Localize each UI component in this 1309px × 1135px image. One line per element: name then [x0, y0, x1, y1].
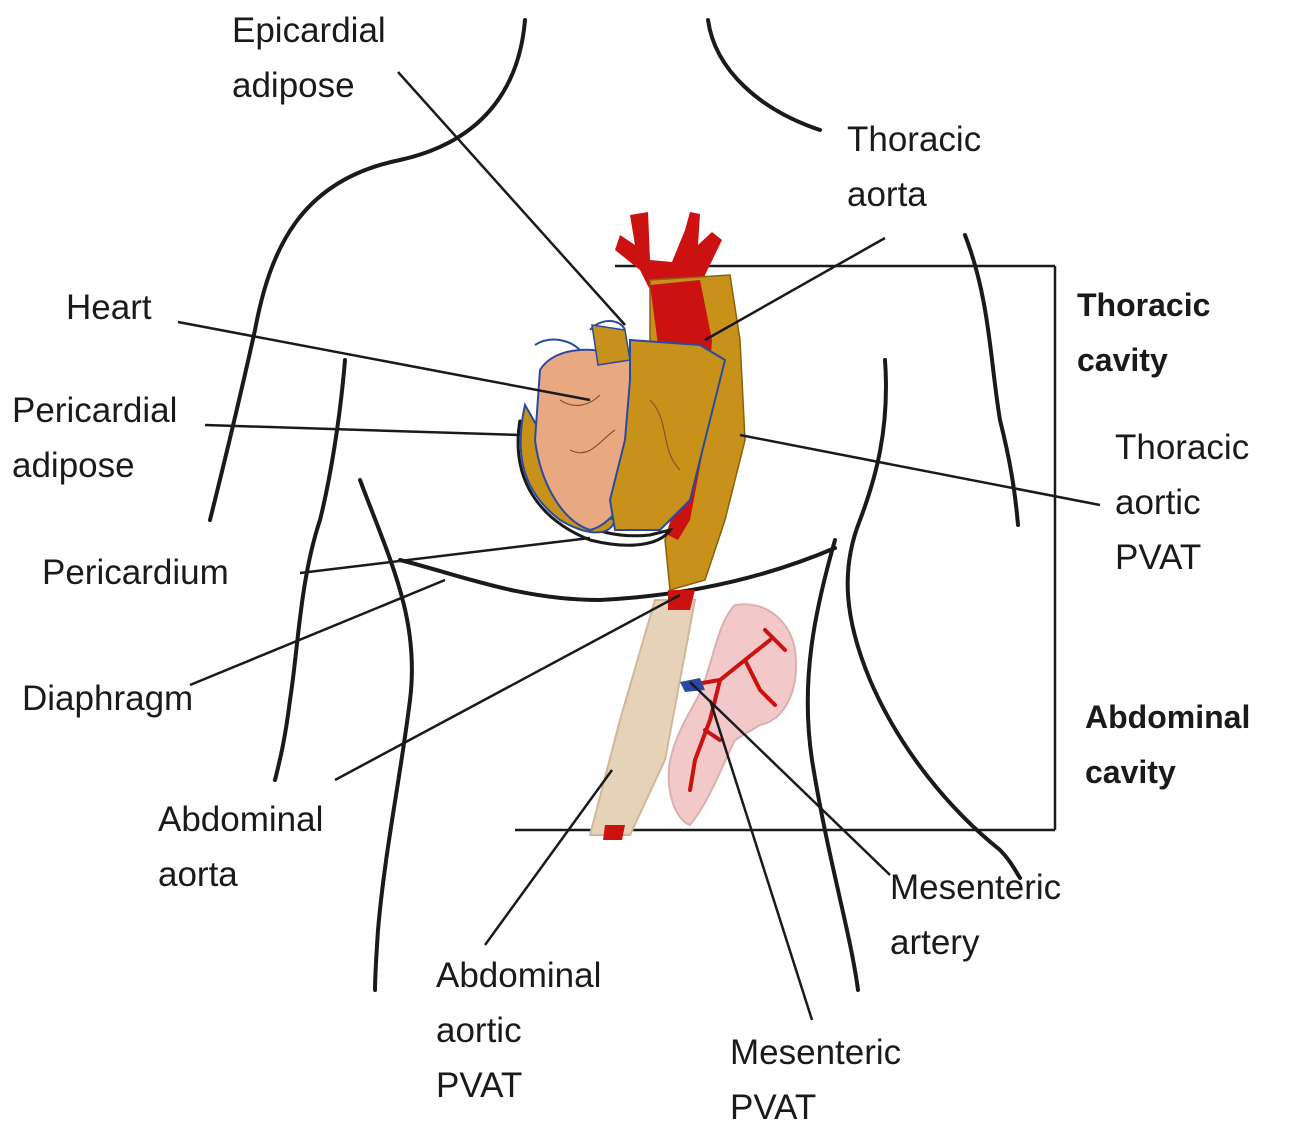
abdominal-aorta-lower — [603, 825, 625, 840]
label-epicardial-adipose: Epicardial adipose — [232, 3, 386, 113]
right-shoulder-line — [708, 20, 820, 130]
label-line: cavity — [1085, 745, 1250, 800]
right-arm-inner-line — [848, 360, 1020, 878]
leader-pericardial-adipose — [205, 425, 520, 435]
label-line: aorta — [158, 847, 323, 902]
label-abdominal-aortic-pvat: Abdominal aortic PVAT — [436, 948, 601, 1113]
label-line: adipose — [232, 58, 386, 113]
label-pericardial-adipose: Pericardial adipose — [12, 383, 177, 493]
label-heart: Heart — [66, 280, 152, 335]
diaphragm-line — [400, 548, 835, 600]
label-line: Mesenteric — [730, 1025, 901, 1080]
label-line: Abdominal — [158, 792, 323, 847]
heart-fat-top — [592, 325, 630, 365]
label-line: artery — [890, 915, 1061, 970]
label-line: Heart — [66, 280, 152, 335]
label-line: PVAT — [730, 1080, 901, 1135]
label-line: adipose — [12, 438, 177, 493]
label-abdominal-aorta: Abdominal aorta — [158, 792, 323, 902]
left-torso-line — [360, 480, 412, 990]
leader-epicardial-adipose — [398, 72, 625, 325]
label-line: Epicardial — [232, 3, 386, 58]
label-line: aorta — [847, 167, 981, 222]
label-line: PVAT — [436, 1058, 601, 1113]
label-pericardium: Pericardium — [42, 545, 229, 600]
leader-thoracic-aortic-pvat — [740, 435, 1100, 505]
label-thoracic-cavity: Thoracic cavity — [1077, 278, 1210, 388]
label-line: aortic — [1115, 475, 1249, 530]
label-line: aortic — [436, 1003, 601, 1058]
leader-pericardium — [300, 538, 590, 573]
label-line: Thoracic — [1077, 278, 1210, 333]
label-line: PVAT — [1115, 530, 1249, 585]
label-line: Thoracic — [847, 112, 981, 167]
leader-abdominal-aortic-pvat — [485, 770, 612, 945]
leader-mesenteric-pvat — [710, 700, 812, 1020]
label-mesenteric-pvat: Mesenteric PVAT — [730, 1025, 901, 1135]
label-line: cavity — [1077, 333, 1210, 388]
label-thoracic-aorta: Thoracic aorta — [847, 112, 981, 222]
label-thoracic-aortic-pvat: Thoracic aortic PVAT — [1115, 420, 1249, 585]
label-line: Diaphragm — [22, 671, 193, 726]
label-line: Abdominal — [436, 948, 601, 1003]
label-abdominal-cavity: Abdominal cavity — [1085, 690, 1250, 800]
leader-mesenteric-artery — [690, 682, 890, 875]
label-line: Pericardial — [12, 383, 177, 438]
label-line: Pericardium — [42, 545, 229, 600]
label-line: Abdominal — [1085, 690, 1250, 745]
label-line: Mesenteric — [890, 860, 1061, 915]
label-mesenteric-artery: Mesenteric artery — [890, 860, 1061, 970]
label-line: Thoracic — [1115, 420, 1249, 475]
label-diaphragm: Diaphragm — [22, 671, 193, 726]
